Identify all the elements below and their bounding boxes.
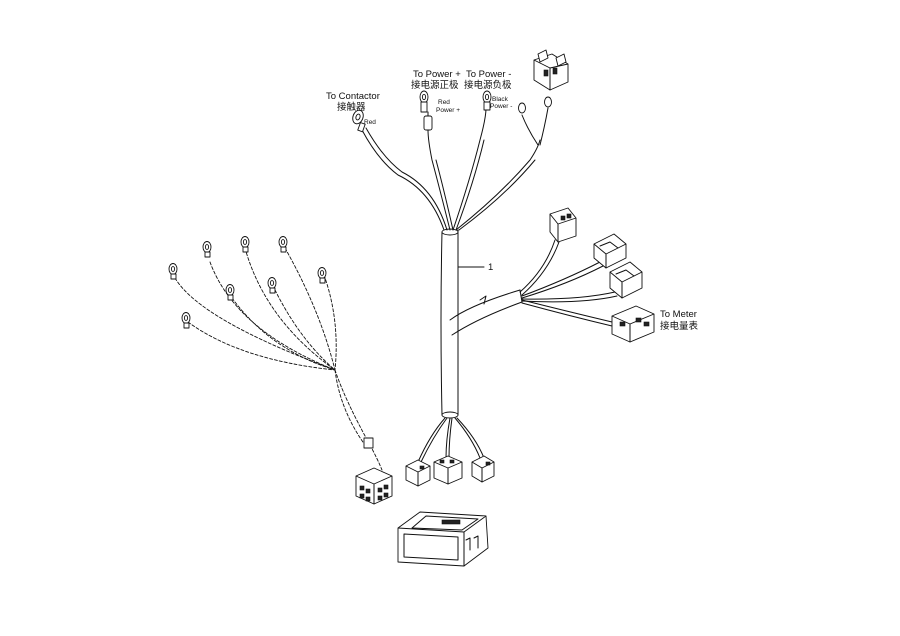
callout-1: 1 [488, 262, 493, 273]
bottom-branch-wires [417, 417, 485, 463]
power-positive-terminal [419, 90, 433, 131]
power-positive-label-cn: 接电源正极 [411, 79, 459, 91]
bottom-connector-left [405, 459, 431, 487]
ring-terminal [317, 267, 327, 284]
control-module [397, 511, 489, 567]
relay-icon [533, 49, 569, 91]
main-trunk [440, 228, 459, 419]
right-connector-2 [593, 233, 627, 269]
contactor-wire-label: Red [364, 119, 376, 126]
ring-terminal [168, 263, 178, 280]
right-connector-1 [549, 207, 577, 243]
right-branch-wires [519, 239, 618, 327]
bottom-connector-middle [433, 455, 463, 485]
bottom-connector-right [471, 455, 495, 483]
ring-terminal [267, 277, 277, 294]
meter-connector [611, 305, 655, 343]
power-negative-wire-color: Black [492, 96, 509, 103]
meter-label-cn: 接电量表 [660, 320, 699, 332]
power-positive-label-en: To Power + [413, 69, 461, 80]
right-branch-sleeve [449, 289, 523, 336]
power-negative-wire-label: Power - [490, 103, 512, 110]
relay-terminals [518, 96, 552, 114]
dashed-harness-connector [355, 437, 393, 505]
dashed-sub-harness [174, 247, 383, 471]
top-branches [361, 107, 549, 231]
ring-terminal [240, 236, 250, 253]
ring-terminal [181, 312, 191, 329]
contactor-label-cn: 接触器 [337, 101, 366, 113]
ring-terminal [225, 284, 235, 301]
left-ring-terminals [168, 236, 327, 329]
power-negative-label-en: To Power - [466, 69, 511, 80]
ring-terminal [278, 236, 288, 253]
ring-terminal [202, 241, 212, 258]
power-negative-terminal [482, 90, 492, 111]
power-positive-wire-label: Power + [436, 107, 460, 114]
right-connector-3 [609, 261, 643, 299]
contactor-ring-terminal [352, 109, 366, 133]
contactor-label-en: To Contactor [326, 91, 380, 102]
power-positive-wire-color: Red [438, 99, 450, 106]
power-negative-label-cn: 接电源负极 [464, 79, 512, 91]
meter-label-en: To Meter [660, 309, 697, 320]
